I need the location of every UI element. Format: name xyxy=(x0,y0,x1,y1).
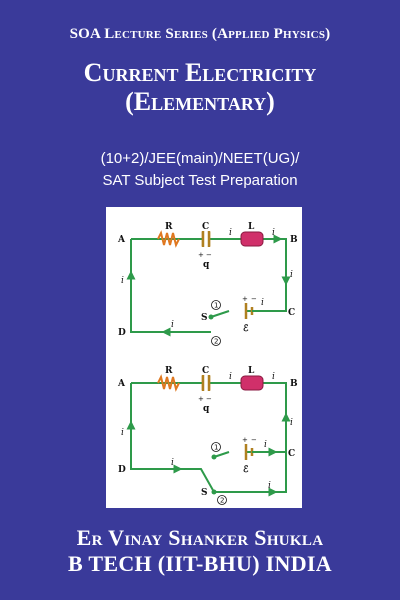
current-label: i xyxy=(272,372,275,382)
node-label-s: S xyxy=(201,313,208,323)
switch-contact xyxy=(211,489,217,495)
switch-position-2-marker xyxy=(217,495,227,505)
plus-mark: + xyxy=(198,251,204,259)
title-line-2: (Elementary) xyxy=(125,87,275,116)
node-label-s: S xyxy=(201,488,208,498)
node-label-a: A xyxy=(117,235,126,245)
switch-position-2: 2 xyxy=(214,338,218,346)
resistor-label: R xyxy=(165,222,173,232)
current-label: i xyxy=(272,228,275,238)
charge-label: q xyxy=(203,404,210,414)
current-label: i xyxy=(229,228,232,238)
circuit-figure: A B C D S R C L q ℰ A B C D S R C L q ℰ … xyxy=(106,207,302,508)
switch-contact xyxy=(208,314,214,320)
node-label-c: C xyxy=(288,449,295,459)
node-label-b: B xyxy=(290,235,298,245)
resistor-label: R xyxy=(165,366,173,376)
series-title: SOA Lecture Series (Applied Physics) xyxy=(69,26,331,42)
emf-label: ℰ xyxy=(243,324,249,334)
charge-label: q xyxy=(203,260,210,270)
plus-mark: + xyxy=(198,395,204,403)
node-label-d: D xyxy=(118,465,126,475)
capacitor-label: C xyxy=(202,366,209,376)
current-label: i xyxy=(171,458,174,468)
subtitle-line-1: (10+2)/JEE(main)/NEET(UG)/ xyxy=(100,150,300,167)
switch-position-2: 2 xyxy=(220,497,224,505)
wire-switch-2 xyxy=(213,451,230,458)
current-label: i xyxy=(121,276,124,286)
current-label: i xyxy=(171,320,174,330)
minus-mark: − xyxy=(206,251,212,259)
subtitle: (10+2)/JEE(main)/NEET(UG)/ SAT Subject T… xyxy=(0,148,400,192)
book-title: Current Electricity (Elementary) xyxy=(0,58,400,116)
inductor-label: L xyxy=(248,222,255,232)
resistor-symbol xyxy=(157,374,180,392)
circuit-diagram: A B C D S R C L q ℰ A B C D S R C L q ℰ … xyxy=(117,222,298,505)
plus-mark: + xyxy=(242,436,248,444)
current-label: i xyxy=(290,418,293,428)
resistor-symbol xyxy=(157,230,180,248)
author-block: Er Vinay Shanker Shukla B TECH (IIT-BHU)… xyxy=(0,525,400,577)
current-label: i xyxy=(229,372,232,382)
capacitor-label: C xyxy=(202,222,209,232)
switch-position-1: 1 xyxy=(214,302,218,310)
node-label-c: C xyxy=(288,308,295,318)
wire-left-1 xyxy=(130,239,211,333)
current-label: i xyxy=(121,428,124,438)
current-label: i xyxy=(268,481,271,491)
plus-mark: + xyxy=(242,295,248,303)
author-name: Er Vinay Shanker Shukla xyxy=(76,525,324,550)
switch-position-1-marker xyxy=(211,442,221,452)
current-label: i xyxy=(261,298,264,308)
inductor-label: L xyxy=(248,366,255,376)
minus-mark: − xyxy=(206,395,212,403)
switch-position-2-marker xyxy=(211,336,221,346)
wire-switch-1 xyxy=(210,310,230,318)
switch-position-1: 1 xyxy=(214,444,218,452)
minus-mark: − xyxy=(251,295,257,303)
switch-position-1-marker xyxy=(211,300,221,310)
current-label: i xyxy=(264,440,267,450)
node-label-d: D xyxy=(118,328,126,338)
inductor-symbol xyxy=(240,231,264,247)
emf-label: ℰ xyxy=(243,465,249,475)
switch-contact xyxy=(211,454,217,460)
author-credentials: B TECH (IIT-BHU) INDIA xyxy=(68,551,332,576)
minus-mark: − xyxy=(251,436,257,444)
node-label-b: B xyxy=(290,379,298,389)
inductor-symbol xyxy=(240,375,264,391)
node-label-a: A xyxy=(117,379,126,389)
title-line-1: Current Electricity xyxy=(83,58,317,87)
current-label: i xyxy=(290,270,293,280)
subtitle-line-2: SAT Subject Test Preparation xyxy=(102,172,298,189)
